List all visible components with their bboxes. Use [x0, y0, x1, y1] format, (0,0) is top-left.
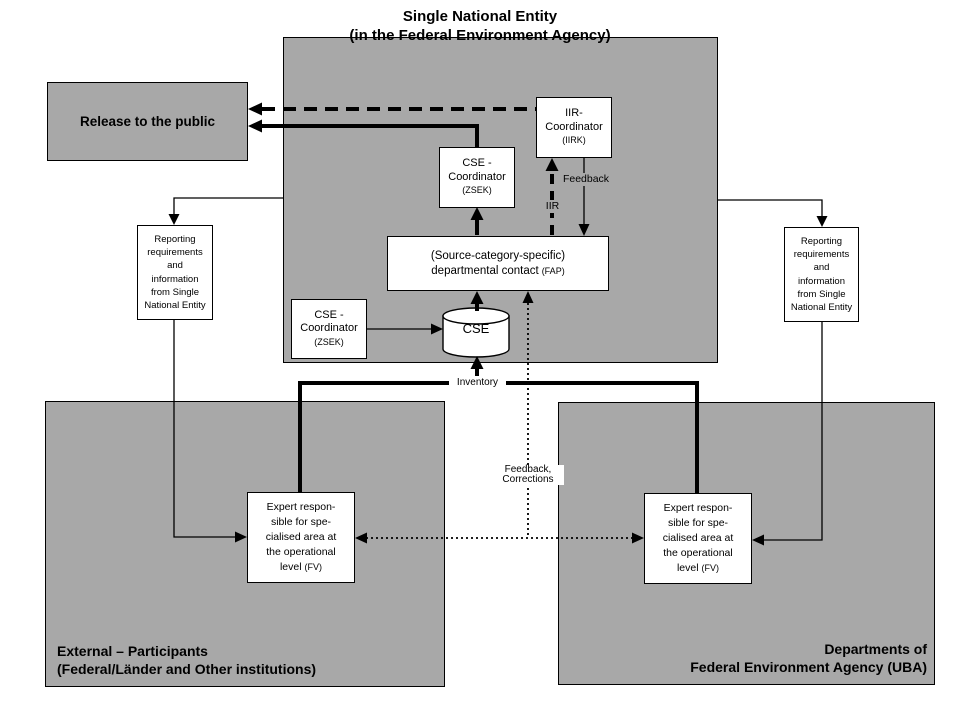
cse-coordinator-lower-line2: Coordinator — [300, 322, 358, 335]
fap-abbr: (FAP) — [541, 265, 565, 276]
inventory-flow-label: Inventory — [449, 376, 506, 390]
cse-coordinator-upper-line2: Coordinator — [448, 170, 506, 183]
external-label-line1: External – Participants — [57, 643, 208, 659]
reporting-requirements-right-box: Reporting requirements and information f… — [784, 227, 859, 322]
cse-coordinator-lower-box: CSE - Coordinator (ZSEK) — [291, 299, 367, 359]
single-national-entity-title: Single National Entity (in the Federal E… — [0, 7, 960, 45]
feedback-flow-label: Feedback — [560, 173, 612, 186]
external-label-line2: (Federal/Länder and Other institutions) — [57, 661, 317, 677]
expert-left-abbr: (FV) — [304, 562, 323, 572]
external-participants-zone: External – Participants (Federal/Länder … — [45, 401, 445, 687]
expert-left-box: Expert respon- sible for spe- cialised a… — [247, 492, 355, 583]
uba-departments-label: Departments of Federal Environment Agenc… — [690, 640, 927, 676]
cse-coordinator-lower-line1: CSE - — [314, 308, 344, 321]
fap-line2: departmental contact(FAP) — [431, 264, 565, 277]
line-entity-to-reporting-left — [168, 197, 283, 225]
iirk-line1: IIR- — [565, 107, 583, 120]
iir-coordinator-box: IIR- Coordinator (IIRK) — [536, 97, 612, 158]
iirk-abbr: (IIRK) — [562, 135, 586, 146]
external-participants-label: External – Participants (Federal/Länder … — [57, 642, 316, 678]
feedback-corrections-flow-label: Feedback, Corrections — [492, 465, 564, 485]
entity-title-line1: Single National Entity — [402, 8, 558, 25]
iir-flow-label: IIR — [539, 200, 566, 213]
line-entity-to-reporting-right — [718, 199, 828, 227]
expert-right-abbr: (FV) — [701, 563, 720, 573]
uba-label-line2: Federal Environment Agency (UBA) — [690, 659, 927, 675]
cse-coordinator-upper-abbr: (ZSEK) — [462, 185, 492, 196]
expert-right-box: Expert respon- sible for spe- cialised a… — [644, 493, 752, 584]
cse-coordinator-lower-abbr: (ZSEK) — [314, 336, 344, 347]
departmental-contact-box: (Source-category-specific) departmental … — [387, 236, 609, 291]
uba-label-line1: Departments of — [824, 641, 927, 657]
cse-database-label: CSE — [462, 321, 490, 336]
release-to-public-label: Release to the public — [79, 114, 216, 129]
entity-title-line2: (in the Federal Environment Agency) — [349, 27, 611, 44]
reporting-requirements-left-box: Reporting requirements and information f… — [137, 225, 213, 320]
release-to-public-box: Release to the public — [47, 82, 248, 161]
cse-coordinator-upper-box: CSE - Coordinator (ZSEK) — [439, 147, 515, 208]
fap-line1: (Source-category-specific) — [430, 249, 566, 262]
cse-coordinator-upper-line1: CSE - — [462, 157, 492, 170]
iirk-line2: Coordinator — [545, 120, 603, 133]
